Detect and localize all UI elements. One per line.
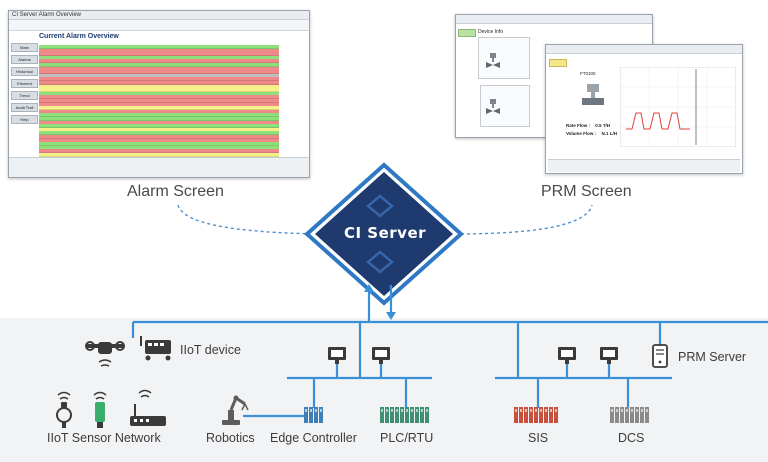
robotics-label: Robotics	[206, 431, 255, 445]
dcs-label: DCS	[618, 431, 645, 445]
prm-trend-chart	[620, 67, 736, 147]
iiot-sensor-network-label: IIoT Sensor Network	[47, 431, 161, 445]
plc-rtu-label: PLC/RTU	[380, 431, 434, 445]
alarm-row	[39, 131, 279, 136]
server-uplink-arrows	[364, 284, 396, 322]
alarm-row	[39, 45, 279, 49]
alarm-row	[39, 109, 279, 114]
alarm-row	[39, 66, 279, 71]
alarm-nav-button: Main	[11, 43, 38, 52]
alarm-screen-screenshot: CI Server Alarm Overview Current Alarm O…	[8, 10, 310, 178]
alarm-row	[39, 106, 279, 111]
rate-flow-unit: T/H	[602, 123, 611, 128]
prm-back-heading: Device Info	[478, 29, 504, 35]
wireless-sensor-icon	[56, 391, 72, 428]
alarm-nav-button: Audit Trail	[11, 103, 38, 112]
flowmeter-icon	[582, 84, 604, 105]
rate-flow-label: Rate Flow :	[566, 123, 591, 128]
alarm-toolbar	[9, 20, 309, 31]
alarm-row	[39, 113, 279, 118]
alarm-nav-button: Historical	[11, 67, 38, 76]
alarm-row	[39, 70, 279, 75]
valve-icon-2	[486, 99, 500, 114]
alarm-bottom-table	[9, 157, 309, 177]
alarm-row	[39, 73, 279, 78]
alarm-row	[39, 142, 279, 147]
alarm-row	[39, 55, 279, 60]
iiot-device-label: IIoT device	[180, 343, 241, 357]
dcs-rack	[610, 407, 649, 423]
monitor-icon-2	[372, 347, 390, 364]
alarm-screen-caption: Alarm Screen	[127, 183, 224, 200]
wireless-sensor-icon-2	[93, 391, 107, 428]
alarm-row	[39, 88, 279, 93]
rate-flow-value: 0.5	[595, 123, 602, 128]
alarm-nav-button: Element	[11, 79, 38, 88]
volume-flow-unit: L/H	[609, 131, 617, 136]
valve-icon	[486, 53, 500, 68]
alarm-row	[39, 135, 279, 139]
monitor-icon-3	[558, 347, 576, 364]
dashed-link-prm	[454, 204, 593, 235]
network-bus	[131, 320, 768, 418]
alarm-row	[39, 117, 279, 121]
alarm-heading: Current Alarm Overview	[39, 33, 119, 40]
prm-front-screenshot: FT0100 Rate Flow : 0.5 T/H Volume Flow :…	[545, 44, 743, 174]
dashed-link-alarm	[177, 204, 323, 235]
alarm-row	[39, 59, 279, 64]
alarm-row	[39, 84, 279, 89]
alarm-nav-button: Alarms	[11, 55, 38, 64]
monitor-icon-4	[600, 347, 618, 364]
alarm-row	[39, 120, 279, 125]
wireless-gateway-icon	[130, 389, 166, 426]
alarm-row	[39, 149, 279, 154]
alarm-row	[39, 52, 279, 57]
alarm-row	[39, 63, 279, 67]
robot-arm-icon	[222, 395, 249, 425]
alarm-nav-button: Help	[11, 115, 38, 124]
gateway-icon	[140, 336, 171, 361]
ci-server-label: CI Server	[344, 224, 427, 242]
alarm-window-title: CI Server Alarm Overview	[9, 11, 309, 20]
alarm-row	[39, 48, 279, 53]
plc-rtu-rack	[380, 407, 429, 423]
volume-flow-value: N.1	[601, 131, 609, 136]
alarm-row	[39, 127, 279, 132]
prm-front-heading: FT0100	[580, 71, 596, 76]
controller-racks	[304, 407, 649, 423]
volume-flow-label: Volume Flow :	[566, 131, 597, 136]
monitor-icon	[328, 347, 346, 364]
alarm-row	[39, 81, 279, 85]
alarm-row	[39, 138, 279, 143]
volume-flow-row: Volume Flow : N.1 L/H	[566, 131, 617, 136]
alarm-row	[39, 99, 279, 103]
sis-label: SIS	[528, 431, 549, 445]
edge-controller-rack	[304, 407, 323, 423]
prm-server-label: PRM Server	[678, 350, 747, 364]
alarm-row	[39, 91, 279, 96]
server-tower-icon	[652, 344, 668, 368]
rate-flow-row: Rate Flow : 0.5 T/H	[566, 123, 610, 128]
alarm-row	[39, 153, 279, 157]
alarm-row	[39, 95, 279, 100]
edge-controller-label: Edge Controller	[270, 431, 357, 445]
alarm-nav-button: Trend	[11, 91, 38, 100]
prm-screen-caption: PRM Screen	[541, 183, 632, 200]
ci-server-diamond	[304, 162, 464, 306]
alarm-row	[39, 77, 279, 82]
alarm-row	[39, 145, 279, 150]
network-background	[0, 318, 768, 462]
sis-rack	[514, 407, 558, 423]
alarm-row	[39, 124, 279, 129]
alarm-row	[39, 102, 279, 107]
drone-icon	[85, 341, 125, 367]
